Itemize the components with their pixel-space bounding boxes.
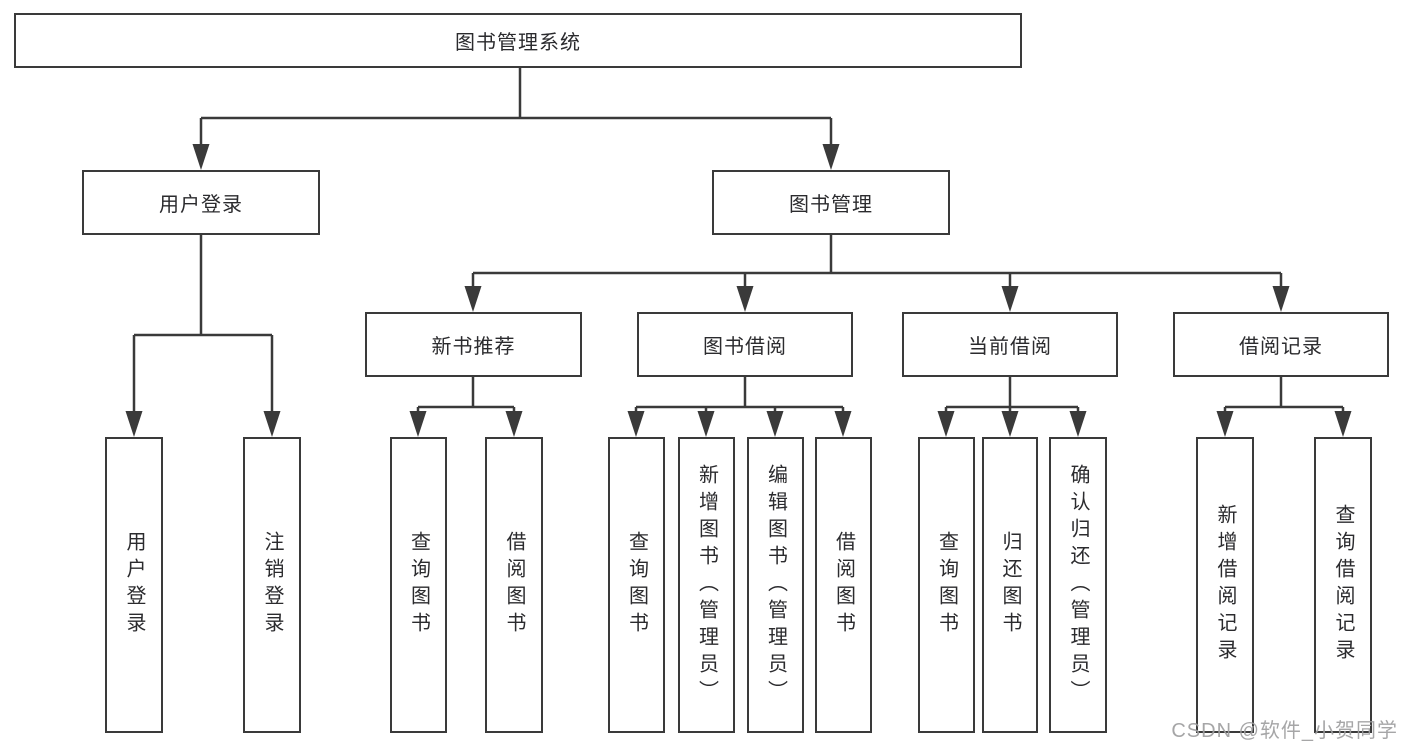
leaf-bb-borrow-book: 借阅图书 <box>815 437 872 733</box>
leaf-logout: 注销登录 <box>243 437 301 733</box>
leaf-bb-query-books: 查询图书 <box>608 437 665 733</box>
node-user-login: 用户登录 <box>82 170 320 235</box>
leaf-br-query-record: 查询借阅记录 <box>1314 437 1372 733</box>
node-book-management: 图书管理 <box>712 170 950 235</box>
leaf-bb-edit-book-admin: 编辑图书（管理员） <box>747 437 804 733</box>
leaf-bb-add-book-admin: 新增图书（管理员） <box>678 437 735 733</box>
leaf-user-login: 用户登录 <box>105 437 163 733</box>
leaf-nbr-query-books: 查询图书 <box>390 437 447 733</box>
node-root: 图书管理系统 <box>14 13 1022 68</box>
node-borrowing-records: 借阅记录 <box>1173 312 1389 377</box>
leaf-cb-query-books: 查询图书 <box>918 437 975 733</box>
leaf-br-add-record: 新增借阅记录 <box>1196 437 1254 733</box>
arrowheads <box>125 144 1352 437</box>
node-new-book-recommend: 新书推荐 <box>365 312 582 377</box>
leaf-cb-confirm-return-admin: 确认归还（管理员） <box>1049 437 1107 733</box>
watermark: CSDN @软件_小贺同学 <box>1171 720 1398 742</box>
leaf-cb-return-book: 归还图书 <box>982 437 1038 733</box>
node-book-borrowing: 图书借阅 <box>637 312 853 377</box>
node-current-borrowing: 当前借阅 <box>902 312 1118 377</box>
leaf-nbr-borrow-book: 借阅图书 <box>485 437 543 733</box>
